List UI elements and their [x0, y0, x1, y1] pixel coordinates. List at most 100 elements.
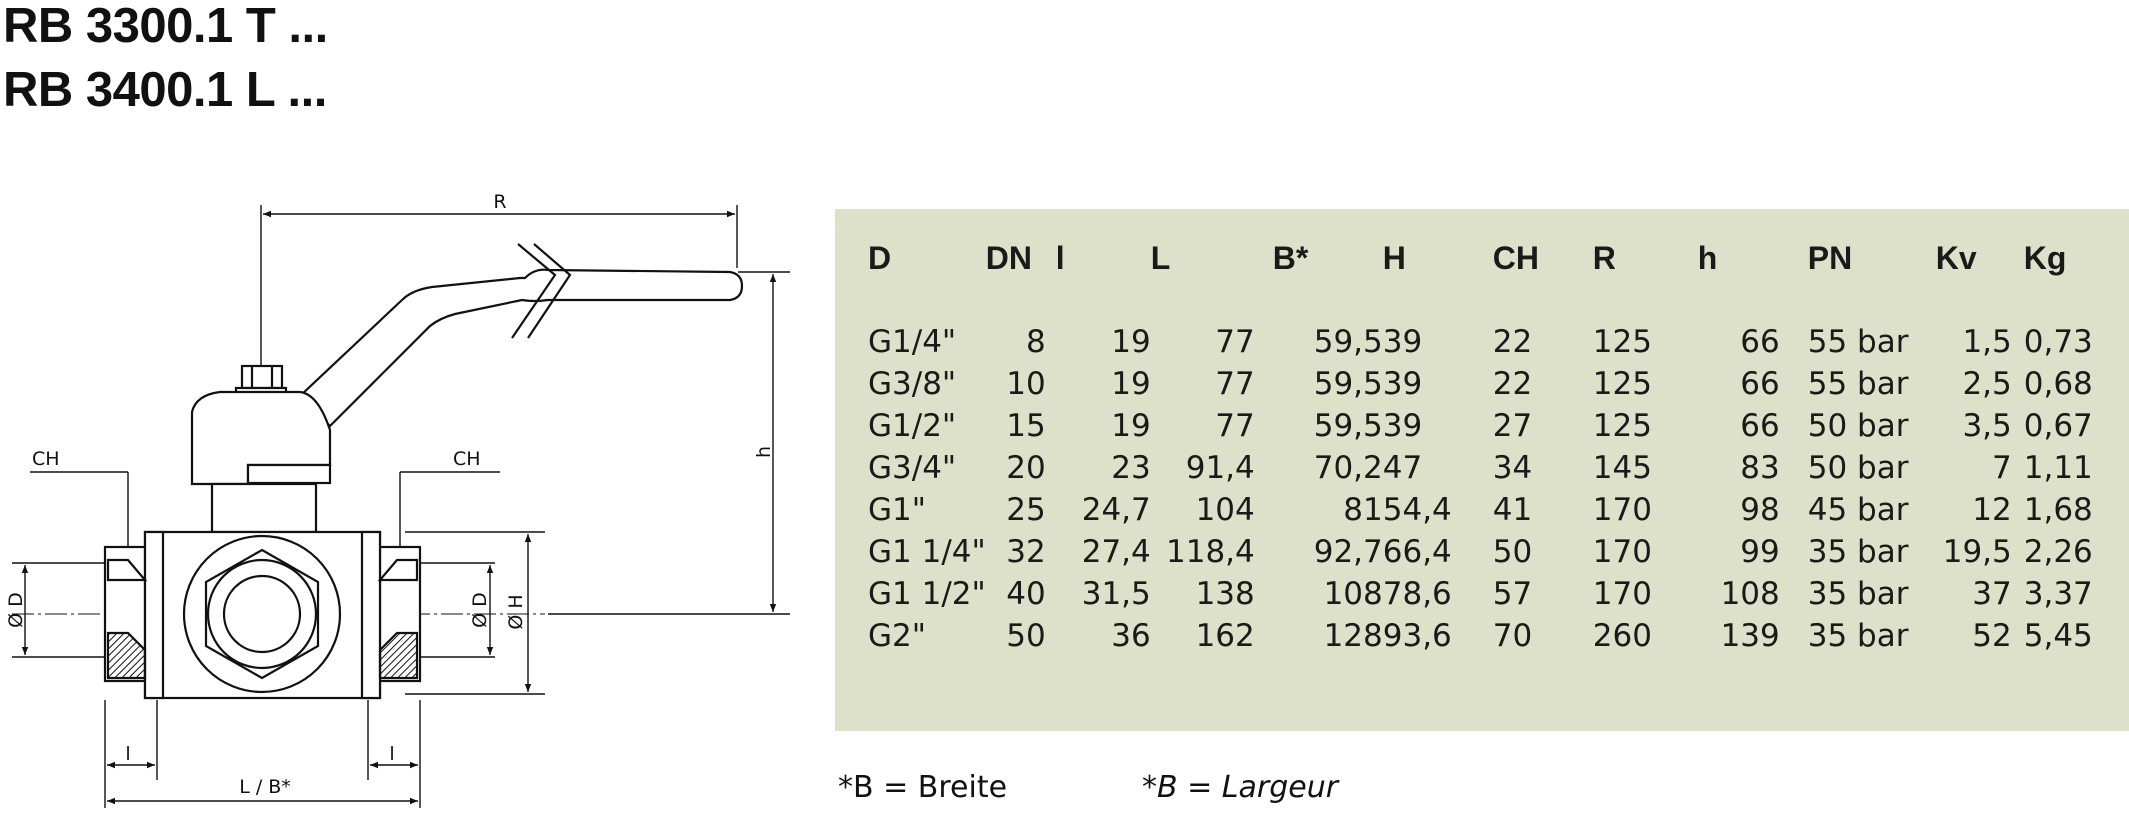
ball-valve-drawing: R h CH CH Ø D Ø D Ø H l l L / B* [5, 191, 790, 808]
table-cell: 77 [1215, 408, 1255, 444]
table-cell: 8 [1026, 324, 1046, 360]
table-cell: 40 [1006, 576, 1046, 612]
col-header: D [868, 239, 892, 276]
table-cell: 27 [1492, 408, 1533, 444]
table-cell: 138 [1195, 576, 1255, 612]
col-header: H [1382, 239, 1406, 276]
table-cell: 170 [1592, 576, 1652, 612]
table-cell: 139 [1720, 618, 1780, 654]
table-cell: 108 [1323, 576, 1383, 612]
table-cell: 2,5 [1962, 366, 2012, 402]
table-cell: 81 [1343, 492, 1383, 528]
table-cell: G1 1/2" [868, 576, 986, 612]
table-cell: 7 [1992, 450, 2012, 486]
table-cell: 91,4 [1185, 450, 1255, 486]
table-cell: 125 [1592, 408, 1652, 444]
table-cell: 22 [1492, 324, 1533, 360]
table-cell: 55 bar [1807, 366, 1909, 402]
table-cell: 35 bar [1807, 534, 1909, 570]
table-cell: 23 [1111, 450, 1151, 486]
table-cell: 20 [1006, 450, 1046, 486]
table-cell: 19,5 [1942, 534, 2012, 570]
table-cell: 10 [1006, 366, 1046, 402]
table-cell: 1,5 [1962, 324, 2012, 360]
col-header: L [1150, 239, 1171, 276]
dim-label-ch-left: CH [32, 448, 60, 470]
col-header: B* [1272, 239, 1309, 276]
table-cell: 39 [1382, 366, 1423, 402]
table-cell: 104 [1195, 492, 1255, 528]
table-cell: 52 [1972, 618, 2012, 654]
table-cell: 54,4 [1382, 492, 1452, 528]
table-cell: 27,4 [1081, 534, 1151, 570]
dim-label-lb: L / B* [239, 776, 291, 798]
table-cell: 1,68 [2023, 492, 2093, 528]
table-cell: 162 [1195, 618, 1255, 654]
col-header: h [1697, 239, 1718, 276]
table-cell: 19 [1111, 408, 1151, 444]
valve-body [103, 243, 744, 700]
table-cell: 70,2 [1313, 450, 1383, 486]
table-cell: 15 [1006, 408, 1046, 444]
table-cell: 70 [1492, 618, 1533, 654]
table-cell: 50 [1492, 534, 1533, 570]
col-header: CH [1492, 239, 1539, 276]
table-cell: 35 bar [1807, 618, 1909, 654]
table-cell: 55 bar [1807, 324, 1909, 360]
table-cell: 77 [1215, 366, 1255, 402]
product-title-t: RB 3300.1 T ... [3, 0, 328, 53]
table-cell: 170 [1592, 534, 1652, 570]
table-cell: 31,5 [1081, 576, 1151, 612]
table-cell: 39 [1382, 408, 1423, 444]
table-cell: 24,7 [1081, 492, 1151, 528]
footnote-french: *B = Largeur [1142, 770, 1339, 805]
table-cell: 19 [1111, 366, 1151, 402]
table-cell: 92,7 [1313, 534, 1383, 570]
col-header: PN [1807, 239, 1853, 276]
table-cell: 77 [1215, 324, 1255, 360]
table-cell: 66 [1740, 324, 1780, 360]
table-cell: 45 bar [1807, 492, 1909, 528]
dim-label-h: h [753, 446, 775, 458]
table-cell: 125 [1592, 366, 1652, 402]
footnote-german: *B = Breite [838, 770, 1008, 805]
table-cell: 0,67 [2023, 408, 2093, 444]
dim-label-r: R [493, 191, 506, 213]
table-cell: G1/2" [868, 408, 957, 444]
table-cell: 108 [1720, 576, 1780, 612]
table-cell: G2" [868, 618, 927, 654]
table-cell: G3/4" [868, 450, 957, 486]
table-cell: 36 [1111, 618, 1151, 654]
table-cell: 3,5 [1962, 408, 2012, 444]
table-cell: 32 [1006, 534, 1046, 570]
dim-label-l-right: l [389, 743, 394, 765]
table-cell: G1 1/4" [868, 534, 986, 570]
dim-label-l-left: l [125, 743, 130, 765]
table-cell: 39 [1382, 324, 1423, 360]
col-header: l [1055, 239, 1065, 276]
table-cell: G3/8" [868, 366, 957, 402]
table-cell: 128 [1323, 618, 1383, 654]
product-title-l: RB 3400.1 L ... [3, 63, 327, 117]
table-cell: 83 [1740, 450, 1780, 486]
table-cell: 78,6 [1382, 576, 1452, 612]
table-cell: 118,4 [1166, 534, 1255, 570]
table-cell: 50 bar [1807, 450, 1909, 486]
table-cell: 5,45 [2023, 618, 2093, 654]
table-cell: 41 [1492, 492, 1533, 528]
col-header: R [1592, 239, 1616, 276]
table-cell: 19 [1111, 324, 1151, 360]
col-header: Kg [2023, 239, 2067, 276]
table-cell: 125 [1592, 324, 1652, 360]
table-header-row: D DN l L B* H CH R h PN Kv Kg [868, 233, 2114, 283]
